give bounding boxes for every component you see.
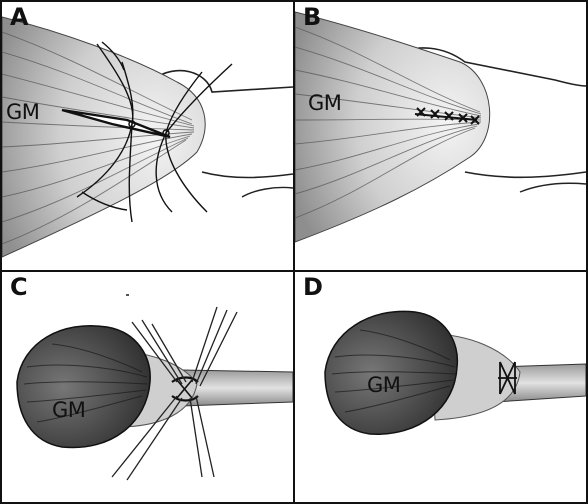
limb-lower-outline (464, 171, 586, 179)
limb-lower-outline (201, 171, 293, 179)
panel-c: C GM (0, 270, 295, 504)
gm-label: GM (6, 100, 40, 124)
gm-label: GM (367, 373, 401, 397)
gluteus-muscle-shape (324, 310, 459, 435)
tendon-stitch-icon (498, 361, 517, 395)
limb-edge-outline (519, 182, 586, 193)
gluteus-muscle-shape (295, 11, 491, 243)
limb-edge-outline (241, 186, 293, 198)
stitch-row-icon (414, 107, 480, 125)
panel-a-illustration (2, 16, 293, 258)
incision-icon (61, 108, 171, 139)
gm-label: GM (52, 398, 86, 422)
panel-d: D GM (293, 270, 588, 504)
gluteus-muscle-shape (2, 16, 206, 258)
suture-thread-icon (76, 41, 233, 223)
panel-letter: C (10, 273, 28, 301)
muscle-fibers (331, 329, 457, 413)
bone-shaft (181, 369, 293, 407)
muscle-fibers (23, 343, 149, 423)
panel-letter: D (303, 273, 323, 301)
panel-d-illustration (324, 310, 586, 435)
panel-letter: A (10, 3, 29, 31)
gluteus-muscle-shape (16, 325, 151, 449)
gm-label: GM (308, 91, 342, 115)
panel-c-illustration (16, 294, 293, 481)
panel-b-illustration (295, 11, 586, 243)
suture-thread-icon (111, 306, 238, 481)
speck (126, 294, 129, 296)
muscle-fibers (2, 31, 195, 245)
tendon-stitch-icon (176, 379, 193, 399)
panel-letter: B (303, 3, 322, 31)
panel-a: A GM (0, 0, 295, 272)
muscle-fibers (295, 26, 482, 219)
panel-b: B GM (293, 0, 588, 272)
